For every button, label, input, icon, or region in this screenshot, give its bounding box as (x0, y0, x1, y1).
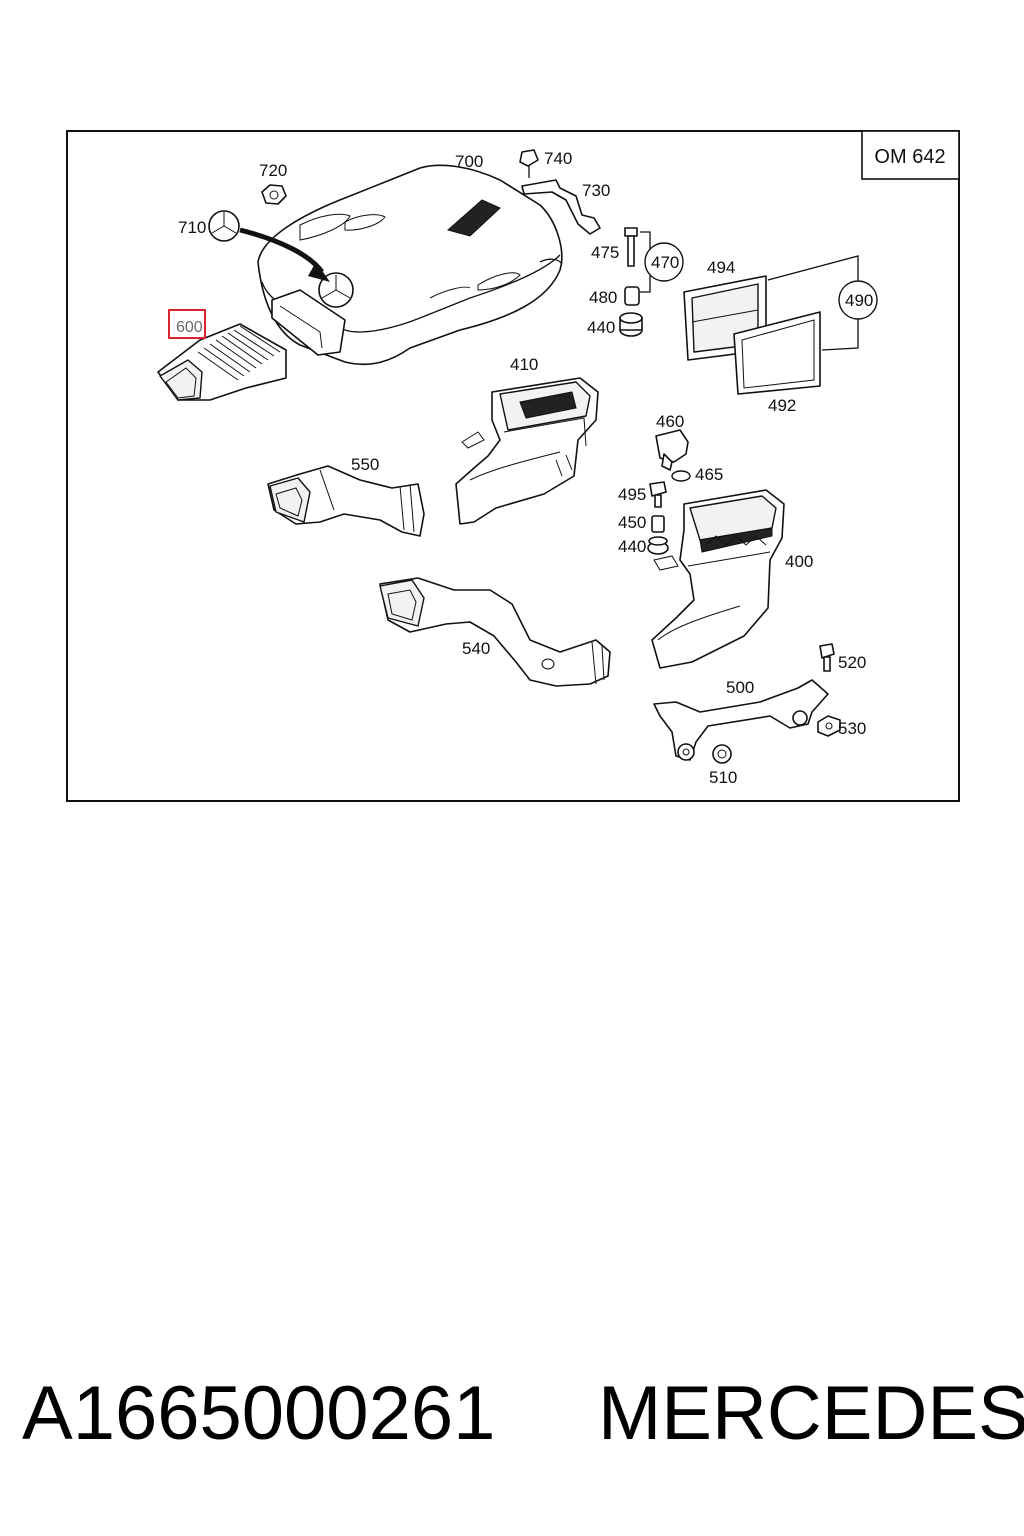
label-500: 500 (726, 678, 754, 697)
sleeve-450 (651, 515, 665, 533)
label-720: 720 (259, 161, 287, 180)
diagram-frame (66, 130, 960, 802)
part-number: A1665000261 (22, 1371, 496, 1456)
label-450: 450 (618, 513, 646, 532)
label-440-lower: 440 (618, 537, 646, 556)
label-520: 520 (838, 653, 866, 672)
label-440-top: 440 (587, 318, 615, 337)
product-caption: A1665000261 MERCEDES (0, 1370, 1024, 1470)
duct-550 (267, 465, 425, 537)
label-495: 495 (618, 485, 646, 504)
label-400: 400 (785, 552, 813, 571)
bolt-520 (819, 643, 835, 672)
label-510: 510 (709, 768, 737, 787)
filter-housing-400 (651, 489, 785, 669)
brand-name: MERCEDES (598, 1371, 1024, 1456)
washer-510 (712, 744, 732, 764)
duct-540 (379, 577, 611, 687)
label-410: 410 (510, 355, 538, 374)
emblem-710 (208, 210, 240, 242)
label-470: 470 (651, 253, 679, 272)
label-475: 475 (591, 243, 619, 262)
label-700: 700 (455, 152, 483, 171)
label-460: 460 (656, 412, 684, 431)
label-710: 710 (178, 218, 206, 237)
nut-530 (817, 715, 841, 737)
label-490: 490 (845, 291, 873, 310)
sensor-460 (655, 429, 689, 471)
bolt-475 (624, 227, 638, 267)
bracket-500 (653, 679, 829, 761)
group-470 (640, 231, 684, 293)
label-494: 494 (707, 258, 735, 277)
engine-badge: OM 642 (861, 130, 960, 180)
sleeve-480 (624, 286, 640, 306)
label-740: 740 (544, 149, 572, 168)
label-530: 530 (838, 719, 866, 738)
oring-465 (671, 470, 691, 482)
screw-740 (519, 149, 539, 178)
label-480: 480 (589, 288, 617, 307)
label-540: 540 (462, 639, 490, 658)
grommet-440-top (619, 312, 643, 337)
nut-720 (261, 184, 287, 205)
engine-code: OM 642 (874, 146, 945, 168)
group-490 (767, 255, 878, 351)
filter-element-492 (733, 311, 821, 395)
highlight-box (168, 309, 206, 339)
bracket-730 (521, 179, 601, 235)
bolt-495 (649, 481, 667, 508)
intake-duct-600 (157, 323, 287, 401)
label-730: 730 (582, 181, 610, 200)
engine-cover-700 (257, 164, 563, 366)
grommet-440-lower (647, 536, 669, 555)
label-465: 465 (695, 465, 723, 484)
label-492: 492 (768, 396, 796, 415)
label-600: 600 (176, 319, 203, 336)
filter-housing-410 (455, 377, 599, 525)
label-550: 550 (351, 455, 379, 474)
